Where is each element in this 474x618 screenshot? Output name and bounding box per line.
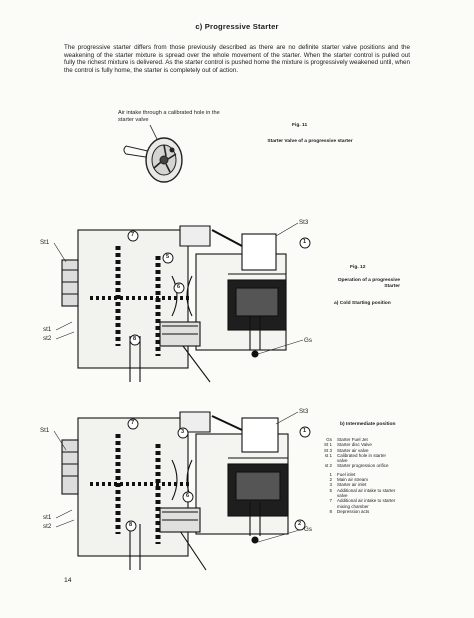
fig12-number: Fig. 12 bbox=[350, 265, 366, 270]
fig11-caption: Starter Valve of a progressive starter bbox=[267, 139, 353, 144]
callout-num: 5 bbox=[166, 254, 170, 260]
intro-paragraph: The progressive starter differs from tho… bbox=[64, 44, 410, 74]
fig11-number: Fig. 11 bbox=[292, 123, 308, 128]
callout-num: 6 bbox=[186, 493, 190, 499]
callout-num: 3 bbox=[181, 429, 185, 435]
label-st3-b: St3 bbox=[299, 408, 309, 415]
callout-num: 8 bbox=[133, 336, 137, 342]
fig12-title: Operation of a progressive Starter bbox=[337, 278, 400, 290]
intermediate-label: b) Intermediate position bbox=[340, 422, 396, 427]
callout-num: 2 bbox=[298, 521, 302, 527]
starter-valve-drawing bbox=[123, 137, 183, 183]
label-st2-a: st2 bbox=[43, 335, 52, 342]
label-gs-a: Gs bbox=[304, 337, 312, 344]
callout-num: 1 bbox=[303, 428, 307, 434]
label-st1-b: St1 bbox=[40, 427, 50, 434]
page-number: 14 bbox=[64, 577, 72, 584]
callout-num: 7 bbox=[131, 420, 135, 426]
label-st1-lower-b: st1 bbox=[43, 514, 52, 521]
cold-start-label: a) Cold Starting position bbox=[334, 301, 391, 306]
carburettor-diagram-intermediate bbox=[61, 411, 289, 571]
label-gs-b: Gs bbox=[304, 526, 312, 533]
callout-num: 8 bbox=[129, 522, 133, 528]
label-st2-b: st2 bbox=[43, 523, 52, 530]
callout-num: 6 bbox=[177, 284, 181, 290]
section-title: c) Progressive Starter bbox=[195, 22, 279, 31]
label-st1-a: St1 bbox=[40, 239, 50, 246]
callout-num: 1 bbox=[303, 239, 307, 245]
label-st1-lower-a: st1 bbox=[43, 326, 52, 333]
carburettor-diagram-cold-start bbox=[61, 225, 287, 383]
callout-num: 7 bbox=[131, 232, 135, 238]
label-st3-a: St3 bbox=[299, 219, 309, 226]
fig11-callout: Air intake through a calibrated hole in … bbox=[118, 110, 220, 123]
